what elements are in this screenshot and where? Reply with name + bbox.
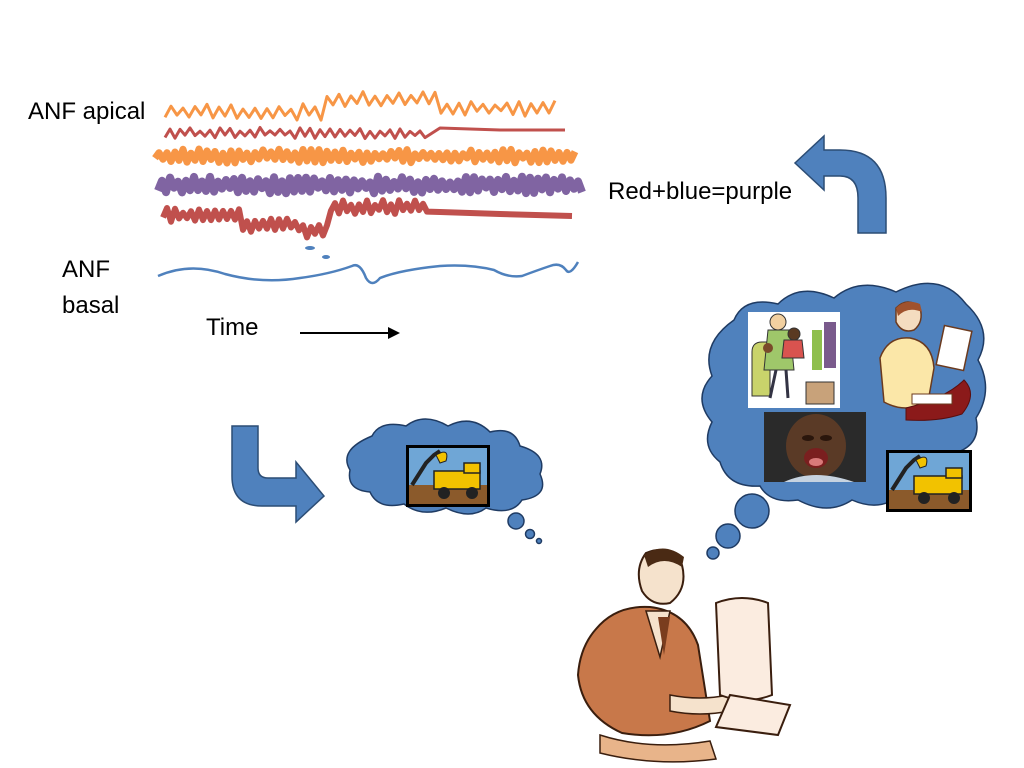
woman-reading-icon xyxy=(879,301,973,421)
time-label: Time xyxy=(206,314,259,341)
u-turn-arrow xyxy=(793,134,887,234)
red-2-trace xyxy=(160,197,573,241)
orange-2-trace xyxy=(152,145,579,167)
bent-arrow-down-right xyxy=(231,425,326,524)
crying-baby-icon xyxy=(764,412,866,482)
blue-basal-trace xyxy=(157,261,580,285)
red-1-trace xyxy=(163,126,565,140)
anf-basal-label-line1: ANF xyxy=(62,256,110,283)
family-reading-icon xyxy=(748,312,840,408)
anf-basal-label-line2: basal xyxy=(62,292,120,319)
droplet xyxy=(305,246,315,250)
spike-traces xyxy=(152,90,586,285)
purple-trace xyxy=(154,172,586,198)
droplet xyxy=(322,255,330,259)
anf-apical-label: ANF apical xyxy=(28,98,146,125)
man-at-computer-icon xyxy=(576,548,792,763)
truck-icon xyxy=(406,445,490,507)
time-arrow xyxy=(300,327,400,339)
truck-icon xyxy=(886,450,972,512)
orange-top-trace xyxy=(163,90,557,122)
equation-label: Red+blue=purple xyxy=(608,178,793,205)
